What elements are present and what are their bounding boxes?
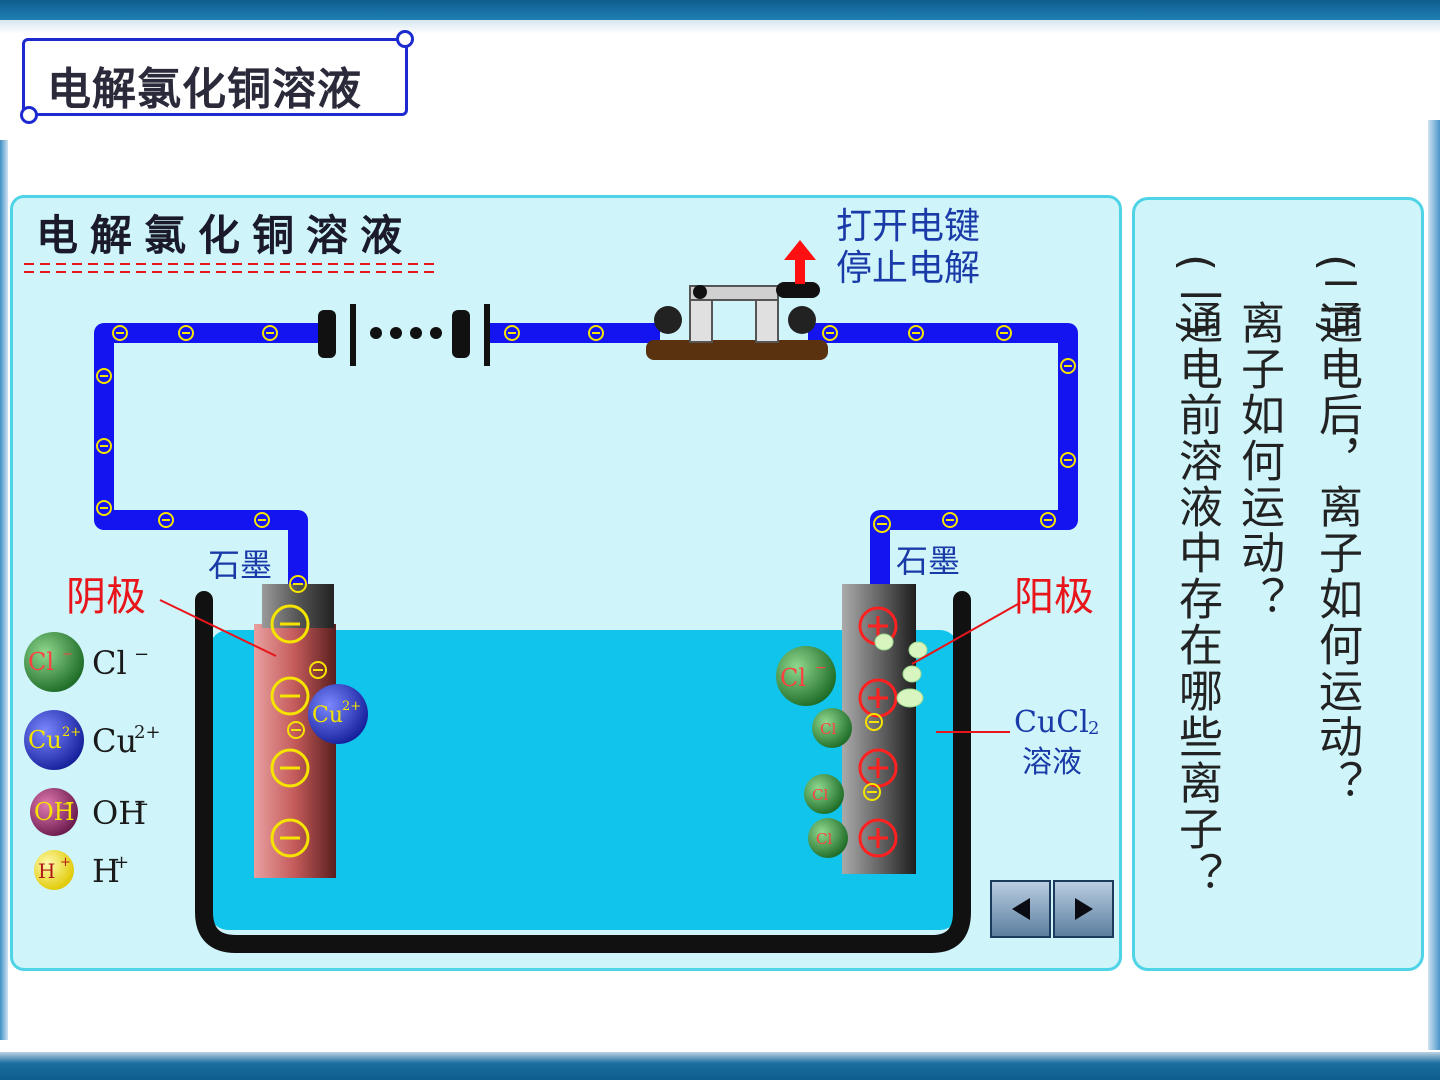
anode-pointer-line: [911, 603, 1019, 665]
cl-ion-near-anode: Cl −: [776, 646, 836, 706]
electron-icon: [262, 325, 278, 341]
electron-icon: [96, 500, 112, 516]
triangle-left-icon: [1011, 898, 1030, 920]
svg-text:2+: 2+: [134, 722, 161, 743]
question-2-text: 通电后，离子如何运动？: [1311, 300, 1362, 806]
svg-text:H: H: [38, 859, 55, 883]
left-edge-decoration: [0, 140, 8, 1040]
switch-label-stop: 停止电解: [836, 248, 980, 289]
slide-title-box: 电解氯化铜溶液: [22, 38, 408, 116]
svg-text:−: −: [815, 660, 827, 676]
question-panel: [1132, 197, 1424, 971]
legend-item: H+H+: [34, 850, 129, 890]
top-bar-fade: [0, 20, 1440, 34]
svg-text:OH: OH: [92, 794, 146, 832]
question-2-continuation: 离子如何运动？: [1233, 300, 1284, 622]
cl-atom: Cl: [804, 774, 844, 814]
svg-text:2+: 2+: [342, 699, 361, 714]
electron-icon: [942, 512, 958, 528]
cl-atom: Cl: [808, 818, 848, 858]
switch-key[interactable]: [646, 282, 828, 360]
electron-icon: [1060, 358, 1076, 374]
svg-text:CuCl: CuCl: [1014, 705, 1089, 740]
svg-text:−: −: [62, 647, 73, 662]
svg-text:OH: OH: [34, 798, 75, 826]
electron-icon: [158, 512, 174, 528]
solution-label: CuCl 2 溶液: [1014, 705, 1099, 780]
chlorine-bubbles: [874, 633, 928, 708]
svg-text:2+: 2+: [62, 725, 81, 740]
cl-atom: Cl: [812, 708, 852, 748]
scroll-curl-icon: [396, 30, 414, 48]
scroll-curl-icon: [20, 106, 38, 124]
top-bar: [0, 0, 1440, 20]
question-1-number: (一): [1171, 254, 1222, 339]
svg-text:Cu: Cu: [312, 703, 343, 728]
cathode-charges: [270, 604, 310, 858]
svg-text:Cu: Cu: [28, 726, 62, 754]
svg-text:−: −: [134, 644, 149, 665]
beaker: [195, 591, 971, 953]
switch-label-open: 打开电键: [836, 206, 980, 247]
electron-icon: [178, 325, 194, 341]
wire-electrons: [96, 325, 1076, 528]
svg-text:溶液: 溶液: [1022, 745, 1082, 780]
legend-item: OH−OH−: [30, 788, 149, 836]
electron-icon: [822, 325, 838, 341]
slide-nav: [990, 880, 1116, 940]
svg-text:H: H: [92, 852, 120, 890]
svg-text:−: −: [134, 794, 149, 815]
diagram-heading: 电解氯化铜溶液: [36, 211, 414, 260]
legend-item: Cl−Cl−: [24, 632, 149, 692]
electrode-label-right: 石墨: [896, 542, 960, 580]
electron-icon: [1040, 512, 1056, 528]
electron-icon: [96, 438, 112, 454]
prev-button[interactable]: [990, 880, 1051, 938]
cathode-pointer-line: [159, 599, 277, 657]
next-button[interactable]: [1053, 880, 1114, 938]
svg-text:Cl: Cl: [812, 786, 828, 804]
svg-text:Cl: Cl: [816, 830, 832, 848]
svg-text:Cl: Cl: [28, 648, 54, 676]
electron-icon: [588, 325, 604, 341]
question-2-number: (二): [1311, 254, 1362, 339]
electrode-label-left: 石墨: [208, 546, 272, 584]
solution: [210, 630, 958, 930]
anode-label: 阳极: [1014, 574, 1094, 620]
electron-icon: [996, 325, 1012, 341]
electron-icon: [1060, 452, 1076, 468]
switch-up-arrow-icon: [784, 240, 816, 284]
svg-text:Cu: Cu: [92, 722, 137, 760]
right-edge-decoration: [1428, 120, 1440, 1050]
electron-icon: [254, 512, 270, 528]
battery: [318, 304, 490, 366]
electron-icon: [112, 325, 128, 341]
svg-text:Cl: Cl: [820, 720, 836, 738]
electron-icon: [504, 325, 520, 341]
svg-text:2: 2: [1088, 718, 1099, 739]
cu-ion-near-cathode: Cu 2+: [308, 684, 368, 744]
question-1-text: 通电前溶液中存在哪些离子？: [1171, 300, 1222, 898]
svg-text:+: +: [114, 852, 129, 873]
slide-title: 电解氯化铜溶液: [47, 64, 362, 115]
anode-electrons: [863, 515, 891, 801]
svg-text:Cl: Cl: [92, 644, 127, 682]
electron-icon: [96, 368, 112, 384]
cathode-electrons: [287, 575, 327, 739]
triangle-right-icon: [1074, 898, 1093, 920]
svg-text:−: −: [62, 797, 73, 812]
electron-icon: [908, 325, 924, 341]
svg-text:+: +: [60, 855, 71, 870]
cathode-label: 阴极: [66, 574, 146, 620]
svg-text:Cl: Cl: [780, 664, 806, 692]
bottom-bar: [0, 1052, 1440, 1080]
